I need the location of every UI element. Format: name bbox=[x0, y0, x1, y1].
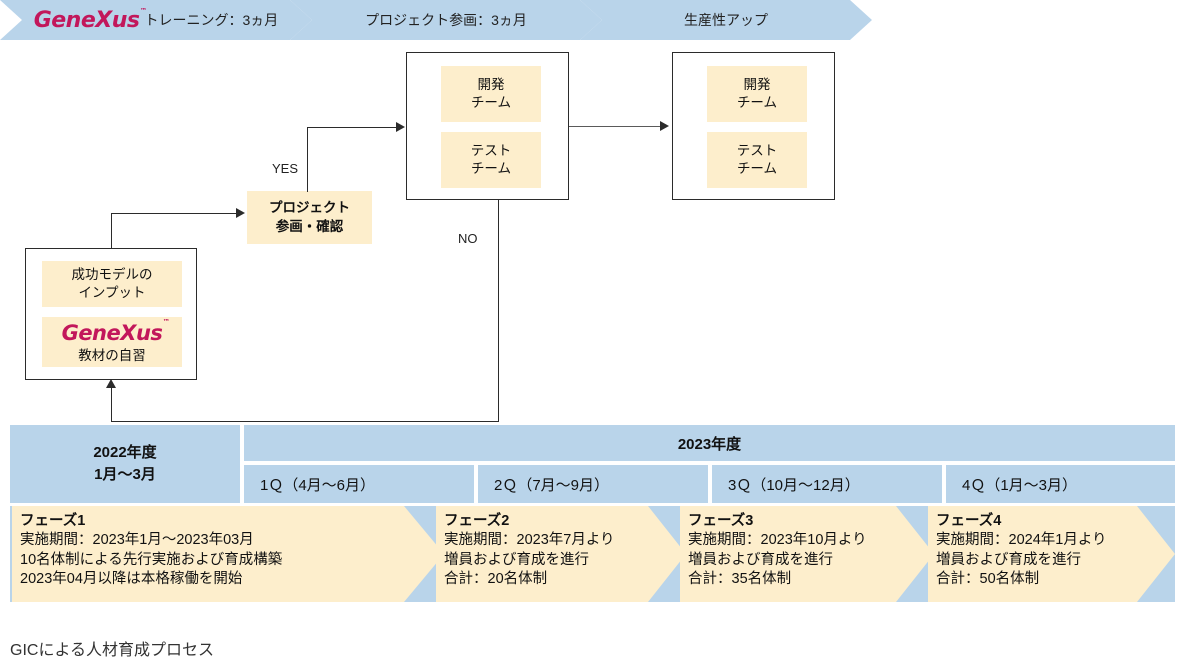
connector-no-down bbox=[498, 200, 499, 422]
arrow-into-team-box-current bbox=[396, 122, 405, 132]
connector-yes-up bbox=[307, 127, 308, 192]
phase-title: フェーズ1 bbox=[20, 513, 86, 529]
phase-line: 増員および育成を進行 bbox=[936, 551, 1081, 568]
no-label: NO bbox=[458, 231, 478, 246]
phase-line: 2023年04月以降は本格稼働を開始 bbox=[20, 570, 243, 587]
phase-line: 10名体制による先行実施および育成構築 bbox=[20, 551, 283, 568]
timeline-quarter-3: 3Ｑ（10月～12月） bbox=[712, 465, 942, 503]
timeline-header: 2022年度 1月～3月 2023年度 1Ｑ（4月～6月） 2Ｑ（7月～9月） … bbox=[10, 425, 1175, 503]
test-team-2: テスト チーム bbox=[707, 132, 807, 188]
connector-no-up bbox=[111, 388, 112, 422]
arrow-into-input-box bbox=[106, 379, 116, 388]
phase-line: 実施期間：2024年1月より bbox=[936, 532, 1107, 549]
phase-title: フェーズ2 bbox=[444, 513, 510, 529]
phase-card-1: フェーズ1 実施期間：2023年1月～2023年03月 10名体制による先行実施… bbox=[12, 506, 444, 602]
test-team-1: テスト チーム bbox=[441, 132, 541, 188]
banner-step-project: プロジェクト参画：3ヵ月 bbox=[290, 0, 602, 40]
phase-line: 合計：50名体制 bbox=[936, 570, 1040, 587]
phase-line: 合計：20名体制 bbox=[444, 570, 548, 587]
banner-step-label: 生産性アップ bbox=[684, 12, 768, 28]
phase-line: 実施期間：2023年7月より bbox=[444, 532, 615, 549]
phase-card-3: フェーズ3 実施期間：2023年10月より 増員および育成を進行 合計：35名体… bbox=[680, 506, 934, 602]
phase-line: 実施期間：2023年1月～2023年03月 bbox=[20, 532, 254, 549]
phase-line: 増員および育成を進行 bbox=[444, 551, 589, 568]
timeline-quarter-4: 4Ｑ（1月～3月） bbox=[946, 465, 1175, 503]
arrow-into-team-box-scaled bbox=[660, 121, 669, 131]
banner-step-label: プロジェクト参画：3ヵ月 bbox=[365, 12, 527, 28]
connector-no-left bbox=[111, 421, 499, 422]
arrow-into-decision bbox=[236, 208, 245, 218]
decision-box-project-participation: プロジェクト 参画・確認 bbox=[247, 191, 372, 244]
dev-team-2: 開発 チーム bbox=[707, 66, 807, 122]
success-model-input: 成功モデルの インプット bbox=[42, 261, 182, 307]
phase-band: フェーズ1 実施期間：2023年1月～2023年03月 10名体制による先行実施… bbox=[10, 506, 1175, 602]
timeline-quarter-1: 1Ｑ（4月～6月） bbox=[244, 465, 474, 503]
team-box-scaled: 開発 チーム テスト チーム bbox=[672, 52, 835, 200]
connector-input-up bbox=[111, 213, 112, 249]
connector-yes-right bbox=[307, 127, 396, 128]
phase-title: フェーズ3 bbox=[688, 513, 754, 529]
banner-step-label: トレーニング：3ヵ月 bbox=[144, 12, 279, 28]
phase-card-4: フェーズ4 実施期間：2024年1月より 増員および育成を進行 合計：50名体制 bbox=[928, 506, 1175, 602]
connector-input-to-decision bbox=[111, 213, 237, 214]
phase-line: 増員および育成を進行 bbox=[688, 551, 833, 568]
banner-step-productivity: 生産性アップ bbox=[580, 0, 872, 40]
connector-scale-out bbox=[569, 126, 661, 127]
phase-card-2: フェーズ2 実施期間：2023年7月より 増員および育成を進行 合計：20名体制 bbox=[436, 506, 686, 602]
team-box-current: 開発 チーム テスト チーム bbox=[406, 52, 569, 200]
phase-line: 合計：35名体制 bbox=[688, 570, 792, 587]
timeline-year-2023: 2023年度 bbox=[244, 425, 1175, 461]
phase-line: 実施期間：2023年10月より bbox=[688, 532, 867, 549]
figure-caption: GICによる人材育成プロセス bbox=[10, 642, 214, 659]
yes-label: YES bbox=[272, 161, 299, 176]
dev-team-1: 開発 チーム bbox=[441, 66, 541, 122]
timeline-year-2022: 2022年度 1月～3月 bbox=[10, 425, 240, 503]
phase-title: フェーズ4 bbox=[936, 513, 1002, 529]
timeline-quarter-2: 2Ｑ（7月～9月） bbox=[478, 465, 708, 503]
